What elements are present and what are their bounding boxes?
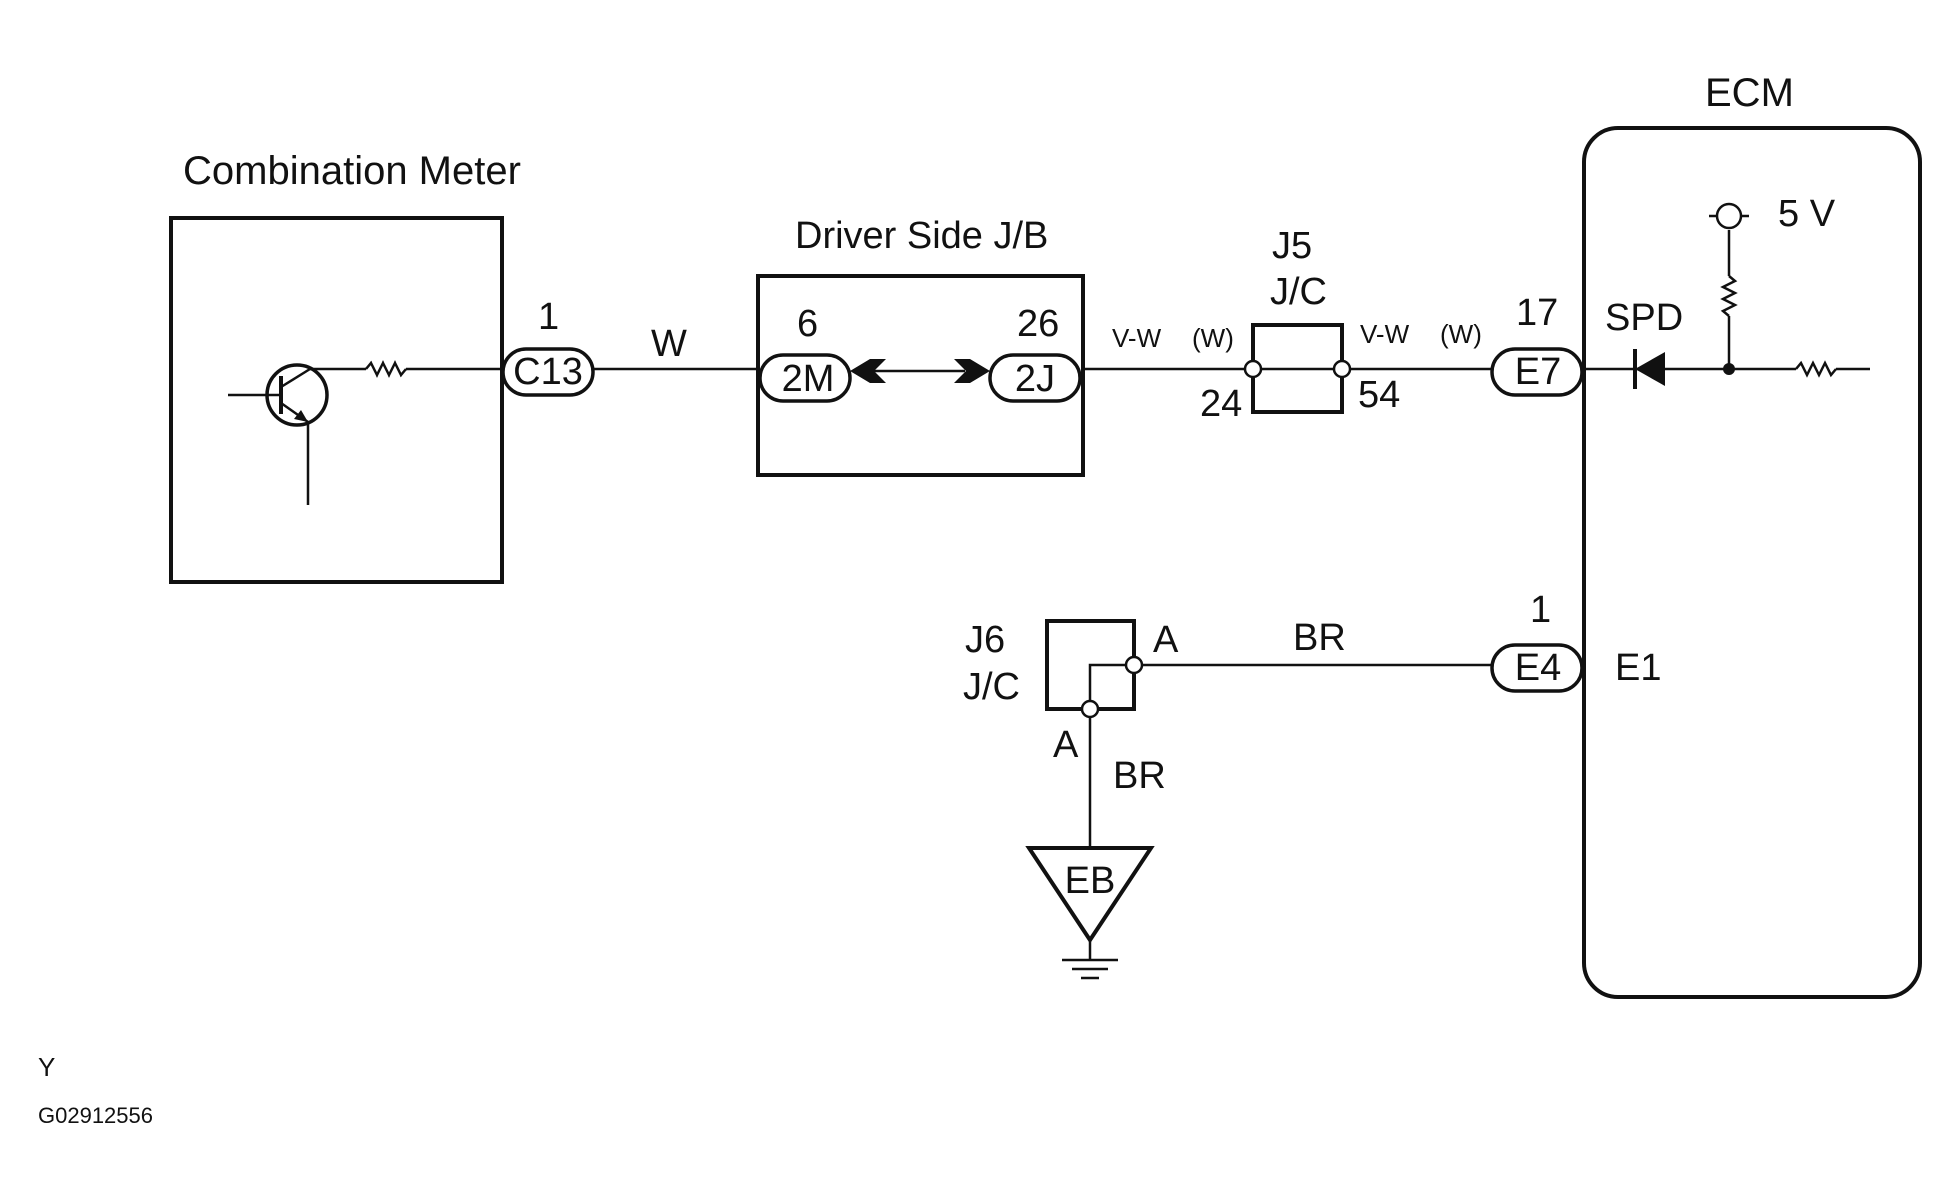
jb-plug-left — [850, 359, 886, 383]
ecm-series-resistor — [1795, 360, 1837, 378]
wire-j6-to-ecm-color: BR — [1293, 617, 1346, 659]
wire-j5-to-ecm-color: V-W — [1360, 319, 1410, 349]
footer-figure-id: G02912556 — [38, 1103, 153, 1128]
footer-code-letter: Y — [38, 1052, 55, 1082]
e4-pin-number: 1 — [1530, 589, 1551, 631]
e1-terminal-label: E1 — [1615, 647, 1661, 689]
ground-triangle — [1025, 846, 1155, 944]
supply-voltage-label: 5 V — [1778, 193, 1836, 235]
connector-e4: 1 E4 — [1490, 589, 1584, 693]
combination-meter-box — [169, 216, 504, 584]
combination-meter-title: Combination Meter — [183, 149, 521, 193]
driver-side-jb: Driver Side J/B 6 2M 26 2J — [756, 215, 1085, 477]
c13-label: C13 — [513, 351, 583, 393]
j5-type: J/C — [1270, 271, 1327, 313]
ecm: ECM SPD 5 V E1 — [1582, 71, 1922, 999]
junction-connector-j5: J5 J/C 24 54 — [1200, 225, 1400, 425]
j5-node-right — [1332, 359, 1352, 379]
spd-diode — [1635, 352, 1665, 386]
c13-pill — [501, 347, 595, 397]
j5-terminal-left: 24 — [1200, 383, 1242, 425]
connector-c13: 1 C13 — [501, 296, 595, 397]
j6-node-right — [1124, 655, 1144, 675]
j6-terminal-bottom: A — [1053, 724, 1079, 766]
jb-left-pin: 6 — [797, 303, 818, 345]
e4-label: E4 — [1515, 647, 1561, 689]
supply-terminal-icon — [1715, 202, 1743, 230]
jb-plug-right — [954, 359, 990, 383]
jb-2m-label: 2M — [782, 358, 835, 400]
j6-type: J/C — [963, 666, 1020, 708]
j6-terminal-right: A — [1153, 619, 1179, 661]
ground-label: EB — [1065, 860, 1116, 902]
j5-terminal-right: 54 — [1358, 374, 1400, 416]
c13-pin-number: 1 — [538, 296, 559, 338]
wire-j5-to-ecm-alt: (W) — [1440, 319, 1482, 349]
combination-meter: Combination Meter — [169, 149, 521, 584]
jb-right-pin: 26 — [1017, 303, 1059, 345]
ecm-box — [1582, 126, 1922, 999]
junction-connector-j6: J6 J/C A A — [963, 619, 1179, 766]
wire-meter-to-jb-color: W — [651, 323, 687, 365]
ecm-pullup-resistor — [1720, 275, 1738, 317]
j5-node-left — [1243, 359, 1263, 379]
e7-pin-number: 17 — [1516, 292, 1558, 334]
wire-j6-to-ground-color: BR — [1113, 755, 1166, 797]
spd-label: SPD — [1605, 297, 1683, 339]
wire-jb-to-j5-color: V-W — [1112, 323, 1162, 353]
j5-name: J5 — [1272, 225, 1312, 267]
j6-name: J6 — [965, 619, 1005, 661]
j6-node-bottom — [1080, 699, 1100, 719]
jb-2j-pill — [988, 353, 1082, 403]
e7-label: E7 — [1515, 351, 1561, 393]
ground-point-eb: EB — [1025, 846, 1155, 980]
connector-e7: 17 E7 — [1490, 292, 1584, 397]
driver-side-jb-title: Driver Side J/B — [795, 215, 1048, 257]
e4-pill — [1490, 643, 1584, 693]
jb-2j-label: 2J — [1015, 358, 1055, 400]
ecm-title: ECM — [1705, 71, 1794, 115]
wire-jb-to-j5-alt: (W) — [1192, 323, 1234, 353]
jb-2m-pill — [758, 353, 852, 403]
